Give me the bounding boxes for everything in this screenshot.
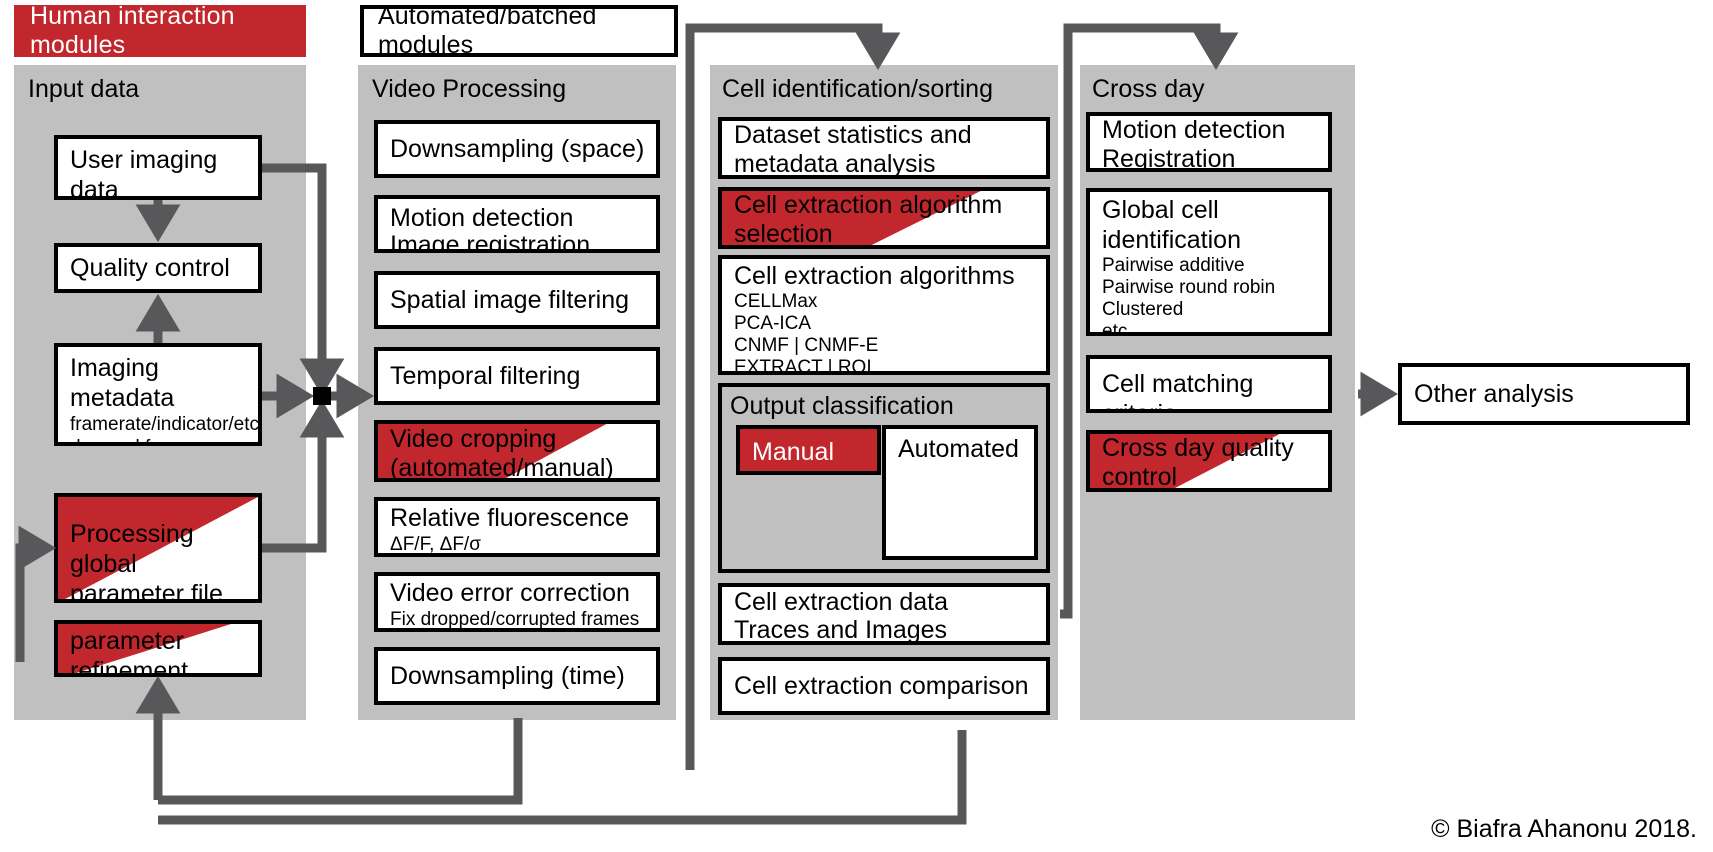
box-global-cell-identification[interactable]: Global cell identification Pairwise addi… — [1086, 188, 1332, 336]
box-cell-matching-criteria-title: Cell matching criteria — [1102, 370, 1254, 409]
box-video-error-correction-title: Video error correction — [390, 579, 630, 607]
copyright-credit: © Biafra Ahanonu 2018. — [1431, 815, 1697, 843]
box-quality-control-title: Quality control — [70, 254, 230, 282]
box-dataset-statistics-title: Dataset statistics and metadata analysis — [734, 121, 972, 178]
box-motion-detection-registration[interactable]: Motion detection Registration — [1086, 112, 1332, 172]
box-video-cropping-title: Video cropping (automated/manual) — [390, 425, 614, 482]
box-processing-global-parameter-file-title: Processing global parameter file — [70, 520, 223, 603]
box-spatial-image-filtering-title: Spatial image filtering — [390, 286, 630, 314]
box-cell-extraction-data-title: Cell extraction data Traces and Images — [734, 588, 949, 644]
subpanel-title-output-classification: Output classification — [730, 392, 954, 420]
box-downsampling-space[interactable]: Downsampling (space) — [374, 120, 660, 178]
box-spatial-image-filtering[interactable]: Spatial image filtering — [374, 271, 660, 329]
box-motion-detection-image-registration[interactable]: Motion detection Image registration — [374, 195, 660, 253]
diagonal-red-fill — [378, 424, 607, 478]
box-downsampling-time[interactable]: Downsampling (time) — [374, 647, 660, 705]
legend-automated-label: Automated/batched modules — [378, 2, 597, 59]
box-cell-extraction-algorithm-selection-title: Cell extraction algorithm selection — [734, 191, 1003, 248]
box-cell-extraction-data[interactable]: Cell extraction data Traces and Images — [718, 583, 1050, 645]
box-cell-extraction-algorithm-selection[interactable]: Cell extraction algorithm selection — [718, 187, 1050, 249]
box-relative-fluorescence-sub: ΔF/F, ΔF/σ — [390, 534, 481, 555]
diagonal-red-fill — [58, 497, 258, 599]
box-global-cell-identification-sub: Pairwise additive Pairwise round robin C… — [1102, 255, 1276, 336]
box-relative-fluorescence-title: Relative fluorescence — [390, 504, 630, 532]
box-parameter-refinement[interactable]: parameter refinement — [54, 620, 262, 677]
box-quality-control[interactable]: Quality control — [54, 243, 262, 293]
legend-human-interaction-modules: Human interaction modules — [14, 2, 306, 59]
box-temporal-filtering[interactable]: Temporal filtering — [374, 347, 660, 405]
wire-cell-id-feedback-bottom — [158, 730, 967, 825]
box-motion-detection-image-registration-title: Motion detection Image registration — [390, 204, 591, 253]
box-downsampling-time-title: Downsampling (time) — [390, 662, 625, 690]
box-cell-extraction-algorithms[interactable]: Cell extraction algorithms CELLMax PCA-I… — [718, 255, 1050, 375]
box-cross-day-quality-control[interactable]: Cross day quality control — [1086, 430, 1332, 492]
panel-title-input-data: Input data — [28, 75, 140, 103]
box-temporal-filtering-title: Temporal filtering — [390, 362, 581, 390]
box-dataset-statistics[interactable]: Dataset statistics and metadata analysis — [718, 117, 1050, 179]
box-video-cropping[interactable]: Video cropping (automated/manual) — [374, 420, 660, 482]
box-motion-detection-registration-title: Motion detection Registration — [1102, 116, 1286, 172]
box-cell-matching-criteria[interactable]: Cell matching criteria — [1086, 355, 1332, 413]
wire-video-processing-feedback-bottom — [158, 718, 523, 805]
box-user-imaging-data-title: User imaging data (xyt or xyzt) — [70, 146, 218, 200]
box-automated-title: Automated — [898, 435, 1019, 463]
box-automated[interactable]: Automated — [882, 425, 1038, 560]
box-cell-extraction-algorithms-title: Cell extraction algorithms — [734, 262, 1015, 290]
junction-node — [313, 387, 331, 405]
box-manual-title: Manual — [752, 438, 834, 466]
legend-automated-batched-modules: Automated/batched modules — [360, 2, 678, 59]
box-cell-extraction-comparison[interactable]: Cell extraction comparison — [718, 657, 1050, 715]
panel-title-cross-day: Cross day — [1092, 75, 1205, 103]
box-cell-extraction-algorithms-sub: CELLMax PCA-ICA CNMF | CNMF-E EXTRACT | … — [734, 291, 879, 375]
box-video-error-correction[interactable]: Video error correction Fix dropped/corru… — [374, 572, 660, 632]
box-parameter-refinement-title: parameter refinement — [70, 627, 189, 677]
box-other-analysis-title: Other analysis — [1414, 380, 1574, 408]
box-imaging-metadata-title: Imaging metadata — [70, 354, 175, 412]
panel-title-video-processing: Video Processing — [372, 75, 567, 103]
box-global-cell-identification-title: Global cell identification — [1102, 196, 1241, 254]
box-video-error-correction-sub: Fix dropped/corrupted frames — [390, 609, 640, 630]
box-manual[interactable]: Manual — [736, 425, 881, 475]
legend-human-label: Human interaction modules — [30, 2, 235, 59]
panel-title-cell-identification-sorting: Cell identification/sorting — [722, 75, 993, 103]
box-user-imaging-data[interactable]: User imaging data (xyt or xyzt) — [54, 135, 262, 200]
box-other-analysis[interactable]: Other analysis — [1398, 363, 1690, 425]
box-cross-day-quality-control-title: Cross day quality control — [1102, 434, 1294, 491]
box-cell-extraction-comparison-title: Cell extraction comparison — [734, 672, 1029, 700]
box-imaging-metadata[interactable]: Imaging metadata framerate/indicator/etc… — [54, 343, 262, 446]
box-downsampling-space-title: Downsampling (space) — [390, 135, 645, 163]
box-relative-fluorescence[interactable]: Relative fluorescence ΔF/F, ΔF/σ — [374, 497, 660, 557]
box-imaging-metadata-sub: framerate/indicator/etc. dropped frames — [70, 414, 262, 442]
diagonal-red-fill — [58, 624, 232, 673]
box-processing-global-parameter-file[interactable]: Processing global parameter file — [54, 493, 262, 603]
